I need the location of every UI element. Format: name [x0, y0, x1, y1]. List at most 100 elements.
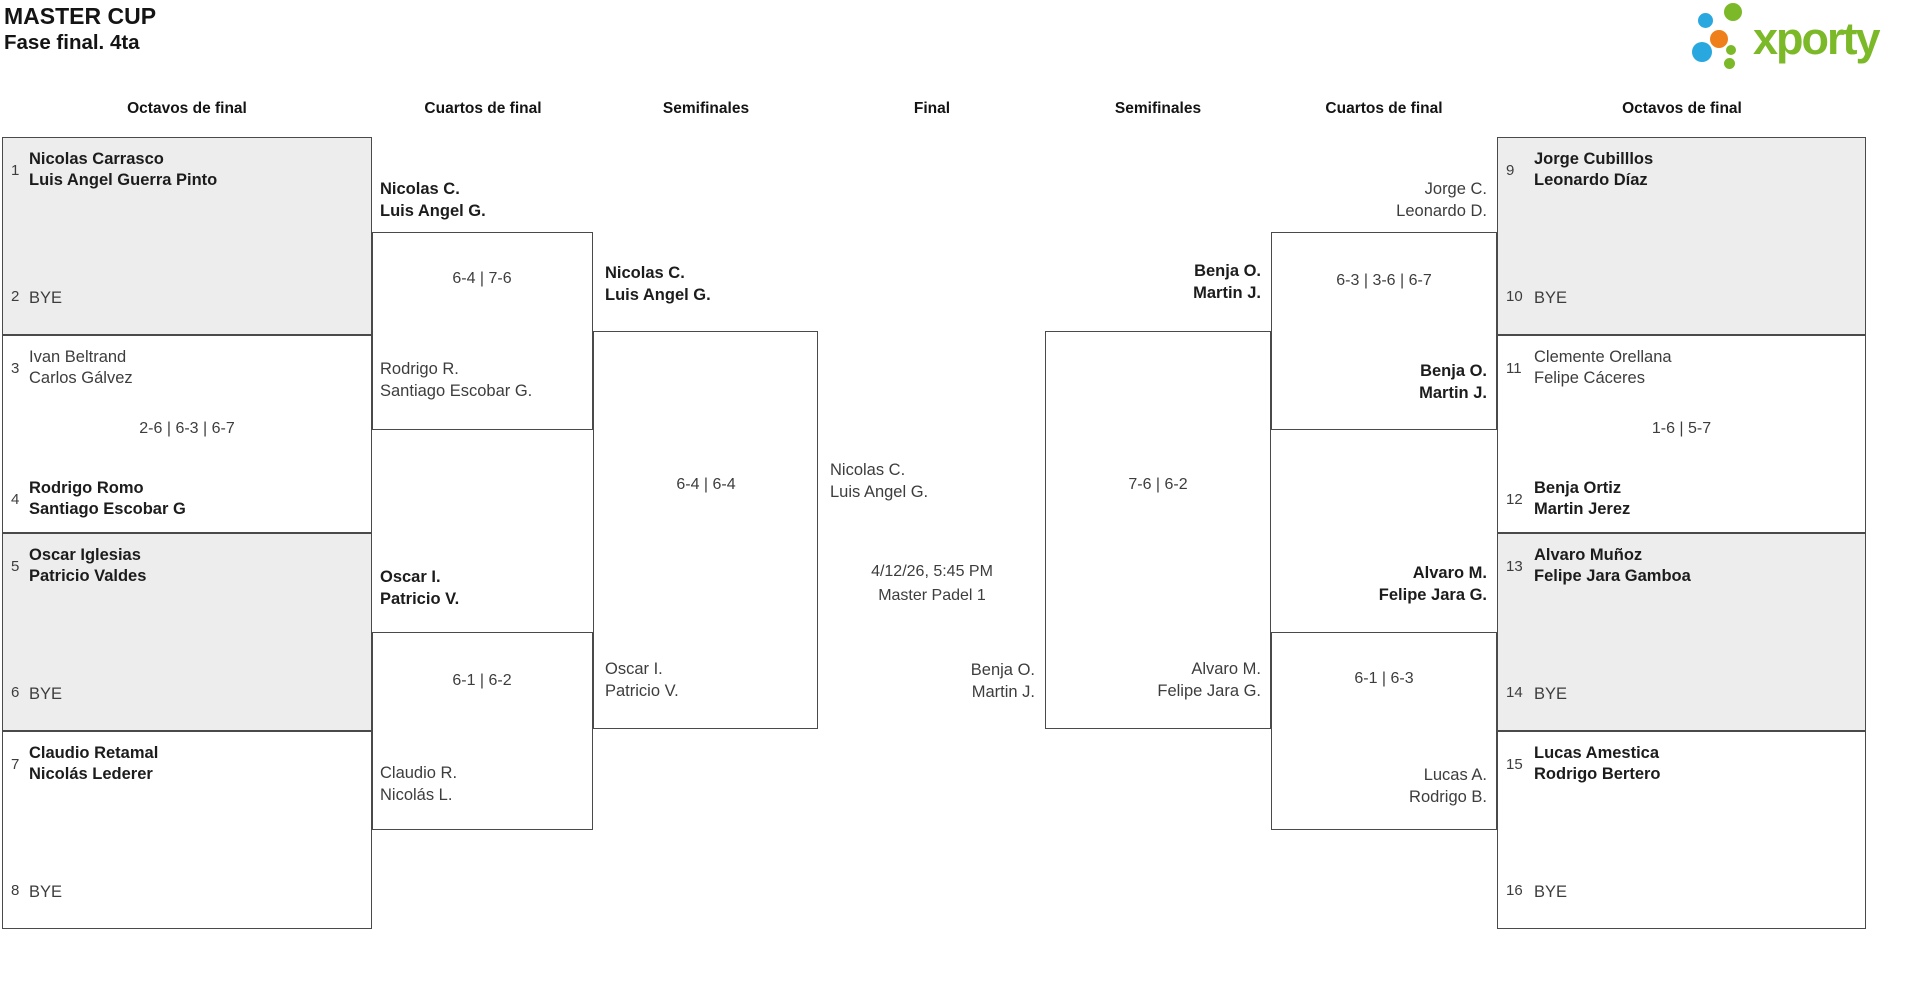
team-entry[interactable]: 15 Lucas Amestica Rodrigo Bertero — [1506, 743, 1859, 785]
team-name-line: Felipe Jara G. — [1378, 586, 1487, 604]
seed-number: 4 — [11, 490, 20, 508]
sf-team-label[interactable]: Alvaro M. Felipe Jara G. — [1157, 658, 1261, 702]
seed-number: 8 — [11, 882, 20, 899]
team-name-line: Santiago Escobar G — [29, 500, 186, 518]
match-box-r16-l2[interactable]: 3 Ivan Beltrand Carlos Gálvez 2-6 | 6-3 … — [2, 335, 372, 533]
round-header-semis-left: Semifinales — [662, 100, 750, 117]
qf-team-label[interactable]: Claudio R. Nicolás L. — [380, 762, 457, 806]
match-box-r16-r3[interactable]: 13 Alvaro Muñoz Felipe Jara Gamboa 14 BY… — [1497, 533, 1866, 731]
phase-subtitle: Fase final. 4ta — [4, 31, 140, 54]
final-team-label[interactable]: Nicolas C. Luis Angel G. — [830, 459, 928, 503]
team-entry[interactable]: 3 Ivan Beltrand Carlos Gálvez — [11, 347, 365, 389]
team-name-line: Ivan Beltrand — [29, 348, 127, 366]
team-name-line: Martin J. — [1419, 384, 1487, 402]
match-box-r16-r4[interactable]: 15 Lucas Amestica Rodrigo Bertero 16 BYE — [1497, 731, 1866, 929]
logo-dot-icon — [1726, 45, 1736, 55]
match-box-sf-right[interactable] — [1045, 331, 1271, 729]
match-box-sf-left[interactable] — [593, 331, 818, 729]
match-box-qf-l2[interactable] — [372, 632, 593, 830]
team-name-line: Leonardo Díaz — [1534, 171, 1648, 189]
team-entry[interactable]: 4 Rodrigo Romo Santiago Escobar G — [11, 478, 365, 520]
final-team-label[interactable]: Benja O. Martin J. — [971, 659, 1035, 703]
team-entry[interactable]: 13 Alvaro Muñoz Felipe Jara Gamboa — [1506, 545, 1859, 587]
seed-number: 10 — [1506, 288, 1523, 305]
match-box-r16-r1[interactable]: 9 Jorge Cubilllos Leonardo Díaz 10 BYE — [1497, 137, 1866, 335]
match-box-qf-r2[interactable] — [1271, 632, 1497, 830]
seed-number: 5 — [11, 557, 20, 575]
team-entry-bye: 16 BYE — [1506, 882, 1859, 903]
team-name-line: Benja Ortiz — [1534, 479, 1622, 497]
team-entry[interactable]: 7 Claudio Retamal Nicolás Lederer — [11, 743, 365, 785]
team-name-line: Felipe Cáceres — [1534, 369, 1645, 387]
team-name-line: Rodrigo B. — [1409, 788, 1487, 806]
team-entry[interactable]: 9 Jorge Cubilllos Leonardo Díaz — [1506, 149, 1859, 191]
bye-label: BYE — [29, 883, 63, 901]
seed-number: 7 — [11, 755, 20, 773]
team-name-line: Nicolas C. — [380, 180, 460, 198]
bye-label: BYE — [1534, 883, 1568, 901]
logo-dot-icon — [1724, 58, 1735, 69]
team-entry[interactable]: 11 Clemente Orellana Felipe Cáceres — [1506, 347, 1859, 389]
team-name-line: Patricio Valdes — [29, 567, 147, 585]
team-name-line: Alvaro M. — [1191, 660, 1261, 678]
match-score: 6-1 | 6-2 — [452, 672, 512, 689]
final-venue: Master Padel 1 — [878, 587, 986, 604]
team-name-line: Martin Jerez — [1534, 500, 1631, 518]
team-name-line: Alvaro M. — [1412, 564, 1487, 582]
qf-team-label[interactable]: Lucas A. Rodrigo B. — [1409, 764, 1487, 808]
team-name-line: Oscar I. — [380, 568, 441, 586]
qf-team-label[interactable]: Oscar I. Patricio V. — [380, 566, 459, 610]
sf-team-label[interactable]: Oscar I. Patricio V. — [605, 658, 679, 702]
seed-number: 3 — [11, 359, 20, 377]
match-score: 6-3 | 3-6 | 6-7 — [1336, 272, 1432, 289]
round-header-cuartos-left: Cuartos de final — [424, 100, 542, 117]
match-box-qf-r1[interactable] — [1271, 232, 1497, 430]
qf-team-label[interactable]: Jorge C. Leonardo D. — [1396, 178, 1487, 222]
logo-wordmark: xporty — [1753, 13, 1881, 64]
round-header-octavos-right: Octavos de final — [1622, 100, 1742, 117]
qf-team-label[interactable]: Benja O. Martin J. — [1419, 360, 1487, 404]
seed-number: 1 — [11, 161, 20, 179]
seed-number: 6 — [11, 684, 20, 701]
team-name-line: Leonardo D. — [1396, 202, 1487, 220]
match-box-qf-l1[interactable] — [372, 232, 593, 430]
qf-team-label[interactable]: Nicolas C. Luis Angel G. — [380, 178, 486, 222]
match-box-r16-l3[interactable]: 5 Oscar Iglesias Patricio Valdes 6 BYE — [2, 533, 372, 731]
match-score: 1-6 | 5-7 — [1651, 420, 1712, 437]
team-name-line: Felipe Jara Gamboa — [1534, 567, 1691, 585]
match-score: 2-6 | 6-3 | 6-7 — [139, 420, 235, 437]
sf-team-label[interactable]: Benja O. Martin J. — [1193, 260, 1261, 304]
match-box-r16-l1[interactable]: 1 Nicolas Carrasco Luis Angel Guerra Pin… — [2, 137, 372, 335]
final-datetime: 4/12/26, 5:45 PM — [871, 563, 993, 580]
team-name-line: Alvaro Muñoz — [1534, 546, 1643, 564]
team-entry[interactable]: 5 Oscar Iglesias Patricio Valdes — [11, 545, 365, 587]
match-box-r16-l4[interactable]: 7 Claudio Retamal Nicolás Lederer 8 BYE — [2, 731, 372, 929]
round-header-cuartos-right: Cuartos de final — [1325, 100, 1443, 117]
qf-team-label[interactable]: Rodrigo R. Santiago Escobar G. — [380, 358, 532, 402]
team-name-line: Jorge Cubilllos — [1534, 150, 1654, 168]
match-box-r16-r2[interactable]: 11 Clemente Orellana Felipe Cáceres 1-6 … — [1497, 335, 1866, 533]
team-name-line: Rodrigo R. — [380, 360, 459, 378]
team-name-line: Nicolas C. — [605, 264, 685, 282]
seed-number: 13 — [1506, 557, 1523, 575]
bye-label: BYE — [1534, 685, 1568, 703]
team-entry-bye: 14 BYE — [1506, 684, 1859, 705]
sf-team-label[interactable]: Nicolas C. Luis Angel G. — [605, 262, 711, 306]
team-name-line: Patricio V. — [380, 590, 460, 608]
bye-label: BYE — [29, 685, 63, 703]
team-entry[interactable]: 1 Nicolas Carrasco Luis Angel Guerra Pin… — [11, 149, 365, 191]
team-name-line: Jorge C. — [1424, 180, 1487, 198]
logo-dot-icon — [1692, 42, 1712, 62]
match-score: 7-6 | 6-2 — [1128, 476, 1188, 493]
team-entry[interactable]: 12 Benja Ortiz Martin Jerez — [1506, 478, 1859, 520]
team-name-line: Benja O. — [1194, 262, 1261, 280]
team-name-line: Luis Angel G. — [380, 202, 486, 220]
seed-number: 12 — [1506, 490, 1523, 508]
match-score: 6-4 | 6-4 — [676, 476, 736, 493]
team-name-line: Nicolás L. — [380, 786, 453, 804]
team-name-line: Nicolás Lederer — [29, 765, 153, 783]
seed-number: 9 — [1506, 161, 1515, 179]
team-name-line: Luis Angel G. — [830, 483, 929, 501]
qf-team-label[interactable]: Alvaro M. Felipe Jara G. — [1379, 562, 1487, 606]
